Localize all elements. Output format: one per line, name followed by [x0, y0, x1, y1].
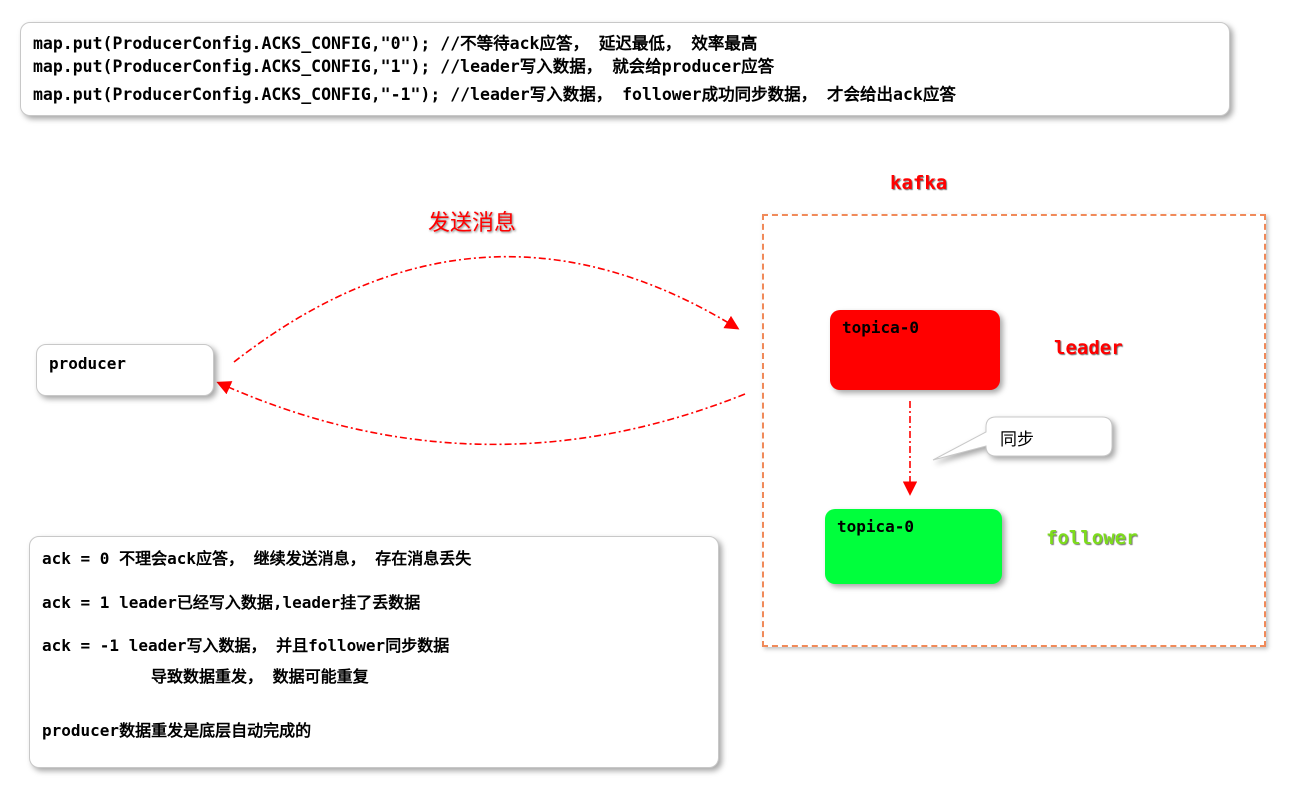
sync-callout-bubble — [932, 416, 1113, 461]
code-line-ack0: map.put(ProducerConfig.ACKS_CONFIG,"0");… — [33, 34, 758, 53]
note-ack-minus1-detail: 导致数据重发， 数据可能重复 — [151, 667, 369, 686]
kafka-label: kafka — [890, 172, 948, 194]
leader-label: leader — [1054, 337, 1123, 359]
leader-partition: topica-0 — [830, 310, 1000, 390]
code-snippet-box: map.put(ProducerConfig.ACKS_CONFIG,"0");… — [20, 22, 1230, 116]
producer-node: producer — [36, 344, 214, 396]
code-line-ack1: map.put(ProducerConfig.ACKS_CONFIG,"1");… — [33, 57, 775, 76]
code-line-ack-minus1: map.put(ProducerConfig.ACKS_CONFIG,"-1")… — [33, 85, 956, 104]
kafka-cluster-region — [762, 214, 1266, 647]
leader-partition-label: topica-0 — [842, 318, 920, 337]
follower-label: follower — [1046, 527, 1138, 549]
ack-notes-box: ack = 0 不理会ack应答， 继续发送消息， 存在消息丢失 ack = 1… — [29, 536, 719, 768]
note-ack-minus1: ack = -1 leader写入数据， 并且follower同步数据 — [42, 636, 450, 655]
ack-response-arrow — [216, 381, 746, 446]
send-message-label: 发送消息 — [428, 211, 517, 236]
producer-label: producer — [49, 354, 127, 373]
note-producer-resend: producer数据重发是底层自动完成的 — [42, 721, 312, 740]
note-ack0: ack = 0 不理会ack应答， 继续发送消息， 存在消息丢失 — [42, 549, 472, 568]
note-ack1: ack = 1 leader已经写入数据,leader挂了丢数据 — [42, 593, 421, 612]
sync-label: 同步 — [1000, 430, 1034, 450]
follower-partition: topica-0 — [825, 509, 1002, 584]
send-message-arrow — [233, 255, 740, 363]
follower-partition-label: topica-0 — [837, 517, 915, 536]
